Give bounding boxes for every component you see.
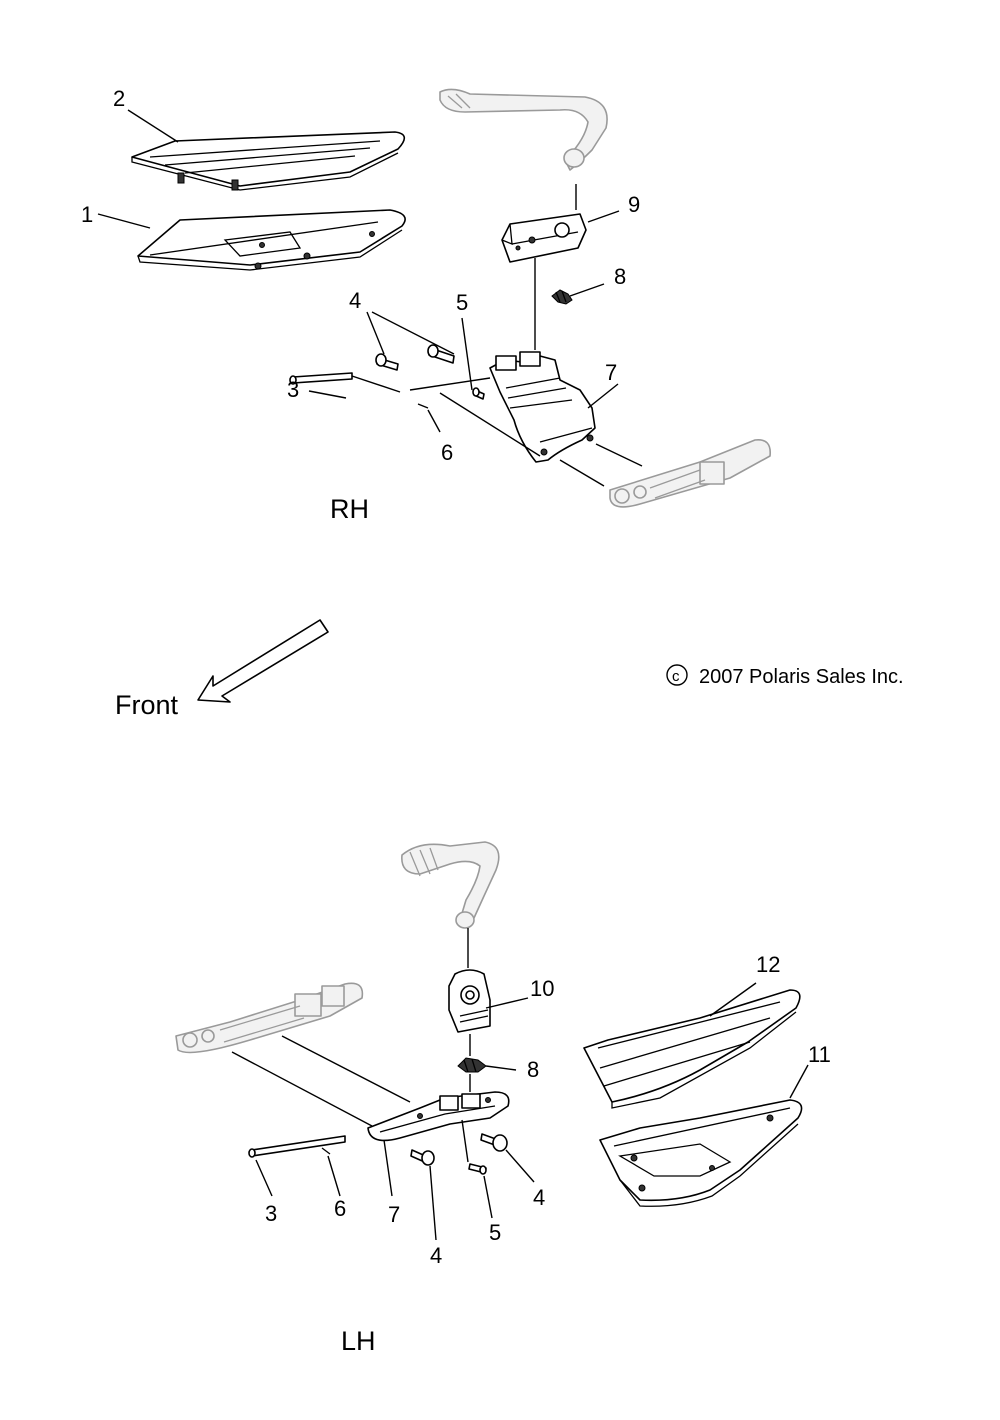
rh-assembly: 2 1 9 8 4 5 3 7 6 RH: [81, 86, 772, 524]
front-label: Front: [115, 690, 179, 720]
lh-callout-3: 3: [265, 1201, 277, 1226]
lh-long-pin: [248, 1135, 346, 1158]
lh-floorboard-mat: [583, 989, 801, 1109]
copyright-text: 2007 Polaris Sales Inc.: [699, 666, 904, 688]
lh-callout-12: 12: [756, 952, 780, 977]
rh-callout-2: 2: [113, 86, 125, 111]
rh-floorboard-mat: [131, 131, 406, 191]
lh-callout-10: 10: [530, 976, 554, 1001]
lh-callout-4-right: 4: [533, 1185, 545, 1210]
lh-callout-8: 8: [527, 1057, 539, 1082]
rh-bolts: [375, 344, 455, 371]
rh-callout-9: 9: [628, 192, 640, 217]
lh-clip: [321, 1147, 331, 1155]
lh-callout-4-left: 4: [430, 1243, 442, 1268]
rh-callout-4: 4: [349, 288, 361, 313]
lh-shift-lever: [401, 841, 500, 929]
lh-bolts: [410, 1133, 508, 1166]
front-indicator: Front: [115, 619, 329, 720]
lh-floorboard-base: [599, 1099, 803, 1207]
lh-small-pin: [468, 1163, 487, 1175]
rh-clip: [417, 403, 429, 409]
rh-clevis-block: [501, 213, 587, 263]
front-arrow-icon: [197, 619, 329, 703]
copyright: c 2007 Polaris Sales Inc.: [666, 664, 904, 688]
rh-callout-6: 6: [441, 440, 453, 465]
rh-callout-7: 7: [605, 360, 617, 385]
rh-spring: [551, 289, 573, 305]
rh-long-pin: [289, 372, 353, 385]
lh-footrest-bracket: [367, 1091, 510, 1142]
rh-small-pin: [472, 387, 485, 400]
rh-frame-arm: [609, 439, 772, 508]
rh-label: RH: [330, 494, 369, 524]
lh-spring: [457, 1057, 487, 1073]
lh-callout-11: 11: [808, 1042, 831, 1067]
lh-callout-5: 5: [489, 1220, 501, 1245]
lh-assembly: 12 10 11 8 3 6 7 4 5 4 LH: [175, 841, 831, 1356]
rh-callout-8: 8: [614, 264, 626, 289]
copyright-symbol: c: [672, 668, 680, 685]
rh-brake-pedal: [439, 88, 608, 171]
lh-label: LH: [341, 1326, 376, 1356]
rh-floorboard-base: [137, 209, 406, 271]
rh-callout-1: 1: [81, 202, 93, 227]
rh-callout-5: 5: [456, 290, 468, 315]
lh-callout-7: 7: [388, 1202, 400, 1227]
lh-callout-6: 6: [334, 1196, 346, 1221]
lh-frame-arm: [175, 982, 364, 1054]
rh-callout-3: 3: [287, 377, 299, 402]
copyright-circle-icon: [666, 664, 688, 686]
rh-footrest-bracket: [489, 351, 596, 463]
lh-shift-clevis: [448, 969, 491, 1033]
